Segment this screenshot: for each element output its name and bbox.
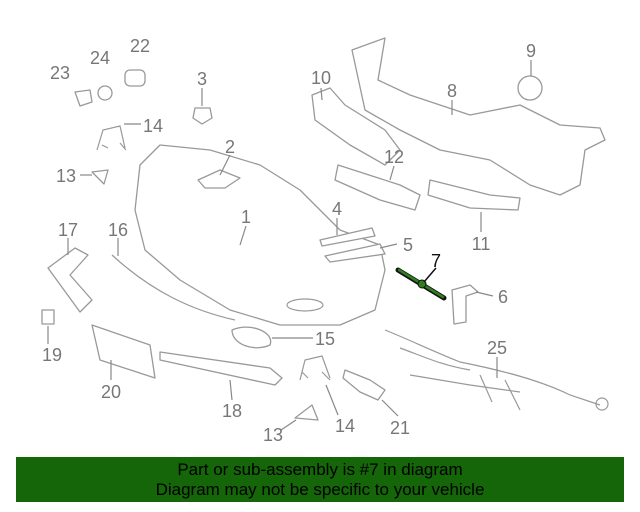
- part-11-absorber[interactable]: [427, 179, 521, 211]
- harness-connector: [595, 397, 609, 411]
- part-24-grommet[interactable]: [97, 85, 113, 101]
- part-13-cap[interactable]: [91, 169, 109, 185]
- callout-14-lower[interactable]: 14: [335, 416, 355, 436]
- callout-13[interactable]: 13: [56, 166, 76, 186]
- part-1-bumper-cover[interactable]: [134, 144, 386, 326]
- callout-12[interactable]: 12: [384, 147, 404, 167]
- part-14-wire-clip[interactable]: [96, 125, 127, 151]
- banner-line-disclaimer: Diagram may not be specific to your vehi…: [155, 480, 485, 499]
- part-25-wiring-harness[interactable]: [384, 329, 601, 411]
- callout-8[interactable]: 8: [447, 81, 457, 101]
- part-7-selected[interactable]: [395, 267, 447, 301]
- callout-labels: 22 24 23 3 14 13 2 1 10 9 8 12 4 5 7 11 …: [42, 36, 536, 445]
- part-14-wire-clip-lower[interactable]: [299, 355, 331, 381]
- callout-10[interactable]: 10: [311, 68, 331, 88]
- callout-21[interactable]: 21: [390, 418, 410, 438]
- callout-19[interactable]: 19: [42, 345, 62, 365]
- callout-4[interactable]: 4: [332, 199, 342, 219]
- part-5-bracket[interactable]: [324, 243, 386, 263]
- callout-17[interactable]: 17: [58, 220, 78, 240]
- part-21-sensor[interactable]: [342, 369, 386, 401]
- callout-7-selected[interactable]: 7: [431, 251, 441, 271]
- part-20-plate[interactable]: [91, 324, 156, 379]
- part-17-bracket[interactable]: [47, 247, 93, 313]
- part-16-strip[interactable]: [111, 254, 236, 321]
- part-8-reinforcement[interactable]: [351, 37, 606, 196]
- part-15-grille[interactable]: [231, 326, 272, 349]
- info-banner: Part or sub-assembly is #7 in diagram Di…: [16, 457, 624, 502]
- part-22-sensor[interactable]: [124, 69, 146, 87]
- callout-5[interactable]: 5: [403, 235, 413, 255]
- callout-22[interactable]: 22: [130, 36, 150, 56]
- part-18-molding[interactable]: [159, 351, 283, 386]
- part-19-clip[interactable]: [41, 309, 55, 325]
- callout-1[interactable]: 1: [241, 207, 251, 227]
- callout-13-lower[interactable]: 13: [263, 425, 283, 445]
- part-12-absorber[interactable]: [334, 164, 421, 211]
- callout-14[interactable]: 14: [143, 116, 163, 136]
- part-10-bracket[interactable]: [311, 87, 401, 166]
- callout-6[interactable]: 6: [498, 287, 508, 307]
- part-23-clip[interactable]: [74, 89, 93, 107]
- callout-9[interactable]: 9: [526, 41, 536, 61]
- callout-2[interactable]: 2: [225, 137, 235, 157]
- callout-15[interactable]: 15: [315, 329, 335, 349]
- leader-lines: [47, 60, 532, 431]
- callout-25[interactable]: 25: [487, 338, 507, 358]
- callout-3[interactable]: 3: [197, 69, 207, 89]
- callout-24[interactable]: 24: [90, 48, 110, 68]
- callout-20[interactable]: 20: [101, 382, 121, 402]
- fog-opening: [286, 298, 324, 312]
- part-13-cap-lower[interactable]: [294, 404, 319, 421]
- part-2-bracket[interactable]: [197, 169, 241, 189]
- banner-line-part: Part or sub-assembly is #7 in diagram: [177, 460, 463, 479]
- part-3-bolt[interactable]: [192, 107, 213, 125]
- part-4-bracket[interactable]: [319, 227, 376, 247]
- part-9-clip[interactable]: [517, 75, 543, 101]
- callout-16[interactable]: 16: [108, 220, 128, 240]
- callout-11[interactable]: 11: [472, 234, 491, 254]
- callout-18[interactable]: 18: [222, 401, 242, 421]
- callout-23[interactable]: 23: [50, 63, 70, 83]
- part-6-bracket[interactable]: [451, 284, 479, 325]
